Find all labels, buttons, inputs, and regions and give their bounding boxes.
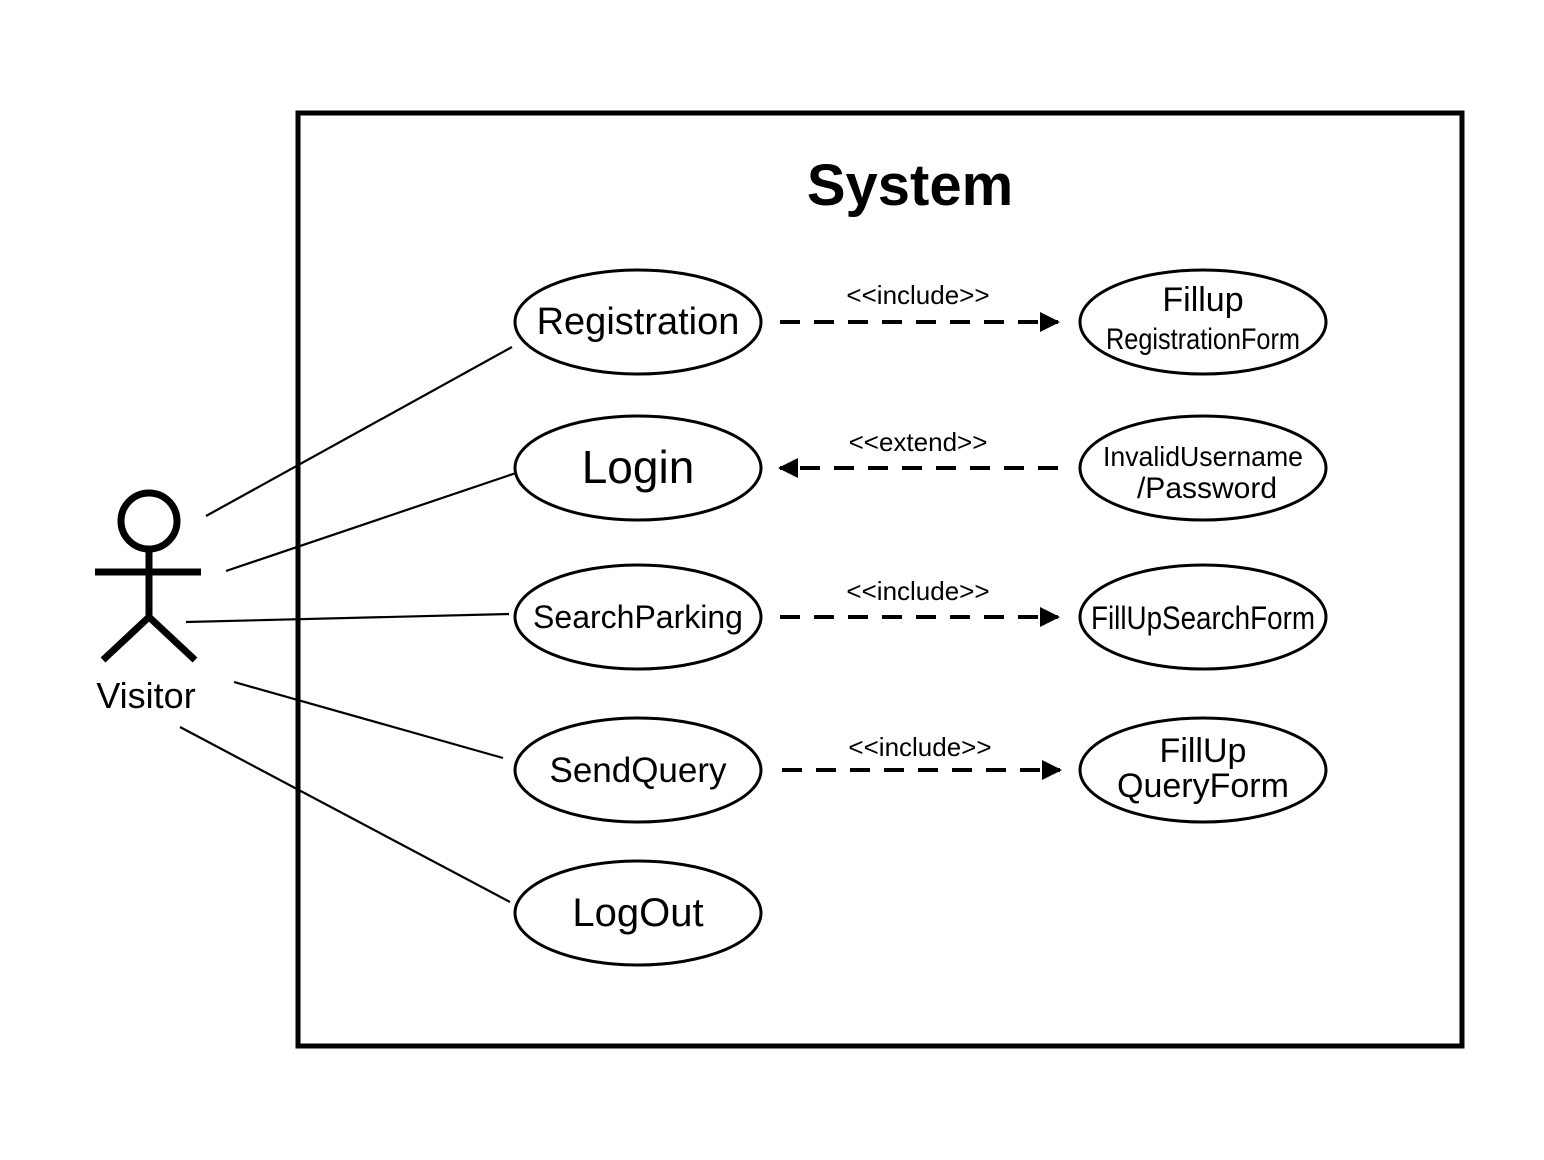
use-case-label: SendQuery [549, 751, 727, 790]
use-case-send-query: SendQuery [513, 716, 763, 824]
actor-head [117, 489, 181, 553]
use-case-label-line1: Fillup [1162, 281, 1243, 319]
actor-visitor: Visitor [95, 489, 201, 716]
use-case-label: LogOut [572, 891, 703, 935]
use-case-label-line2: RegistrationForm [1106, 323, 1300, 356]
stereotype-label: <<extend>> [849, 427, 988, 457]
use-case-label: Registration [537, 301, 740, 343]
use-case-fillup-registration-form: Fillup RegistrationForm [1078, 268, 1328, 376]
association-logout [179, 726, 511, 903]
stereotype-label: <<include>> [846, 280, 989, 310]
association-send-query [233, 680, 504, 760]
use-case-fillup-query-form: FillUp QueryForm [1078, 716, 1328, 824]
relationship-include-send-query: <<include>> [782, 732, 1062, 780]
use-case-label: FillUpSearchForm [1091, 600, 1315, 636]
association-login [225, 471, 517, 573]
use-case-login: Login [513, 414, 763, 522]
stereotype-label: <<include>> [848, 732, 991, 762]
association-registration [205, 346, 513, 517]
stereotype-label: <<include>> [846, 576, 989, 606]
system-boundary [295, 110, 1465, 1049]
use-case-fillup-search-form: FillUpSearchForm [1078, 563, 1328, 671]
actor-associations [179, 346, 517, 903]
relationship-include-registration: <<include>> [780, 280, 1060, 332]
relationship-extend-login: <<extend>> [778, 427, 1058, 478]
use-case-logout: LogOut [513, 859, 763, 967]
use-case-invalid-username-password: InvalidUsername /Password [1078, 414, 1328, 522]
use-case-label: SearchParking [533, 599, 743, 635]
system-title: System [807, 153, 1013, 218]
use-case-label-line2: QueryForm [1117, 767, 1289, 805]
use-case-label: Login [582, 441, 695, 493]
use-case-label-line1: InvalidUsername [1103, 441, 1303, 472]
use-case-label-line2: /Password [1137, 472, 1277, 505]
actor-label: Visitor [96, 675, 195, 716]
use-case-search-parking: SearchParking [513, 563, 763, 671]
use-case-registration: Registration [513, 268, 763, 376]
actor-left-leg [100, 614, 152, 663]
actor-right-leg [146, 614, 198, 663]
relationship-include-search-parking: <<include>> [780, 576, 1060, 627]
use-case-label-line1: FillUp [1160, 732, 1247, 770]
association-search-parking [185, 612, 510, 624]
